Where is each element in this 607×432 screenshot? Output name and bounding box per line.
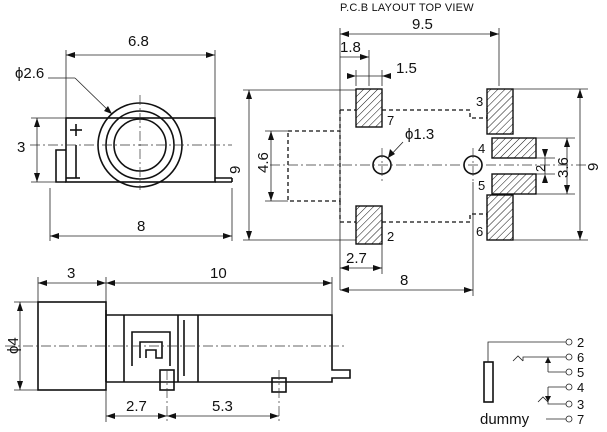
side-view: 3 10 ϕ4 2.7 5.3 <box>5 265 351 422</box>
pcb-pad-width-label: 1.8 <box>340 39 361 56</box>
pcb-total-width-label: 9.5 <box>412 16 433 33</box>
schematic: 2 6 5 4 3 7 dummy <box>480 335 584 428</box>
pcb-right-height-label: 9 <box>585 163 602 171</box>
side-pin-offset-label: 2.7 <box>126 398 147 415</box>
pcb-pad-4 <box>491 137 537 159</box>
pcb-pin-label-6: 6 <box>476 224 483 239</box>
front-view: 6.8 ϕ2.6 3 <box>15 33 233 241</box>
pcb-pin-label-3: 3 <box>476 94 483 109</box>
front-width-top-label: 6.8 <box>128 33 149 50</box>
pcb-pad-3 <box>486 88 514 135</box>
pcb-pad-5 <box>491 173 537 195</box>
pcb-pad-gap-label: 1.5 <box>396 60 417 77</box>
schematic-dummy-label: dummy <box>480 411 530 428</box>
pcb-inner-height-label: 4.6 <box>255 152 272 173</box>
pcb-hole-label: ϕ1.3 <box>405 126 434 143</box>
schematic-pin-3: 3 <box>577 397 584 412</box>
pcb-pad-6 <box>486 194 514 241</box>
pcb-pin-label-4: 4 <box>478 141 485 156</box>
pcb-offset-bottom-label: 2.7 <box>346 250 367 267</box>
pcb-pad-7 <box>355 88 383 128</box>
schematic-pin-4: 4 <box>577 380 584 395</box>
schematic-pin-7: 7 <box>577 412 584 427</box>
pcb-pin-label-5: 5 <box>478 178 485 193</box>
pcb-pad-spacing-label: 3.6 <box>555 157 572 178</box>
front-diameter-label: ϕ2.6 <box>15 65 44 82</box>
side-diameter-label: ϕ4 <box>5 337 22 354</box>
pcb-outer-height-label: 9 <box>227 166 244 174</box>
front-body-outline <box>65 117 216 183</box>
pcb-pad-spacing-small-label: 2 <box>533 165 548 172</box>
pcb-pin-label-7: 7 <box>387 113 394 128</box>
pcb-title: P.C.B LAYOUT TOP VIEW <box>340 2 474 14</box>
schematic-pin-6: 6 <box>577 350 584 365</box>
front-height-left-label: 3 <box>17 139 25 156</box>
side-pin-spacing-label: 5.3 <box>212 398 233 415</box>
pcb-layout-view: P.C.B LAYOUT TOP VIEW 9.5 1.8 1.5 9 <box>227 2 602 296</box>
side-length-left-label: 3 <box>67 265 75 282</box>
schematic-sleeve <box>483 361 494 403</box>
pcb-width-bottom-label: 8 <box>400 272 408 289</box>
schematic-pin-2: 2 <box>577 335 584 350</box>
schematic-pin-5: 5 <box>577 365 584 380</box>
pcb-pad-2 <box>355 205 383 245</box>
pcb-pin-label-2: 2 <box>387 229 394 244</box>
front-width-bottom-label: 8 <box>137 218 145 235</box>
side-length-right-label: 10 <box>210 265 227 282</box>
